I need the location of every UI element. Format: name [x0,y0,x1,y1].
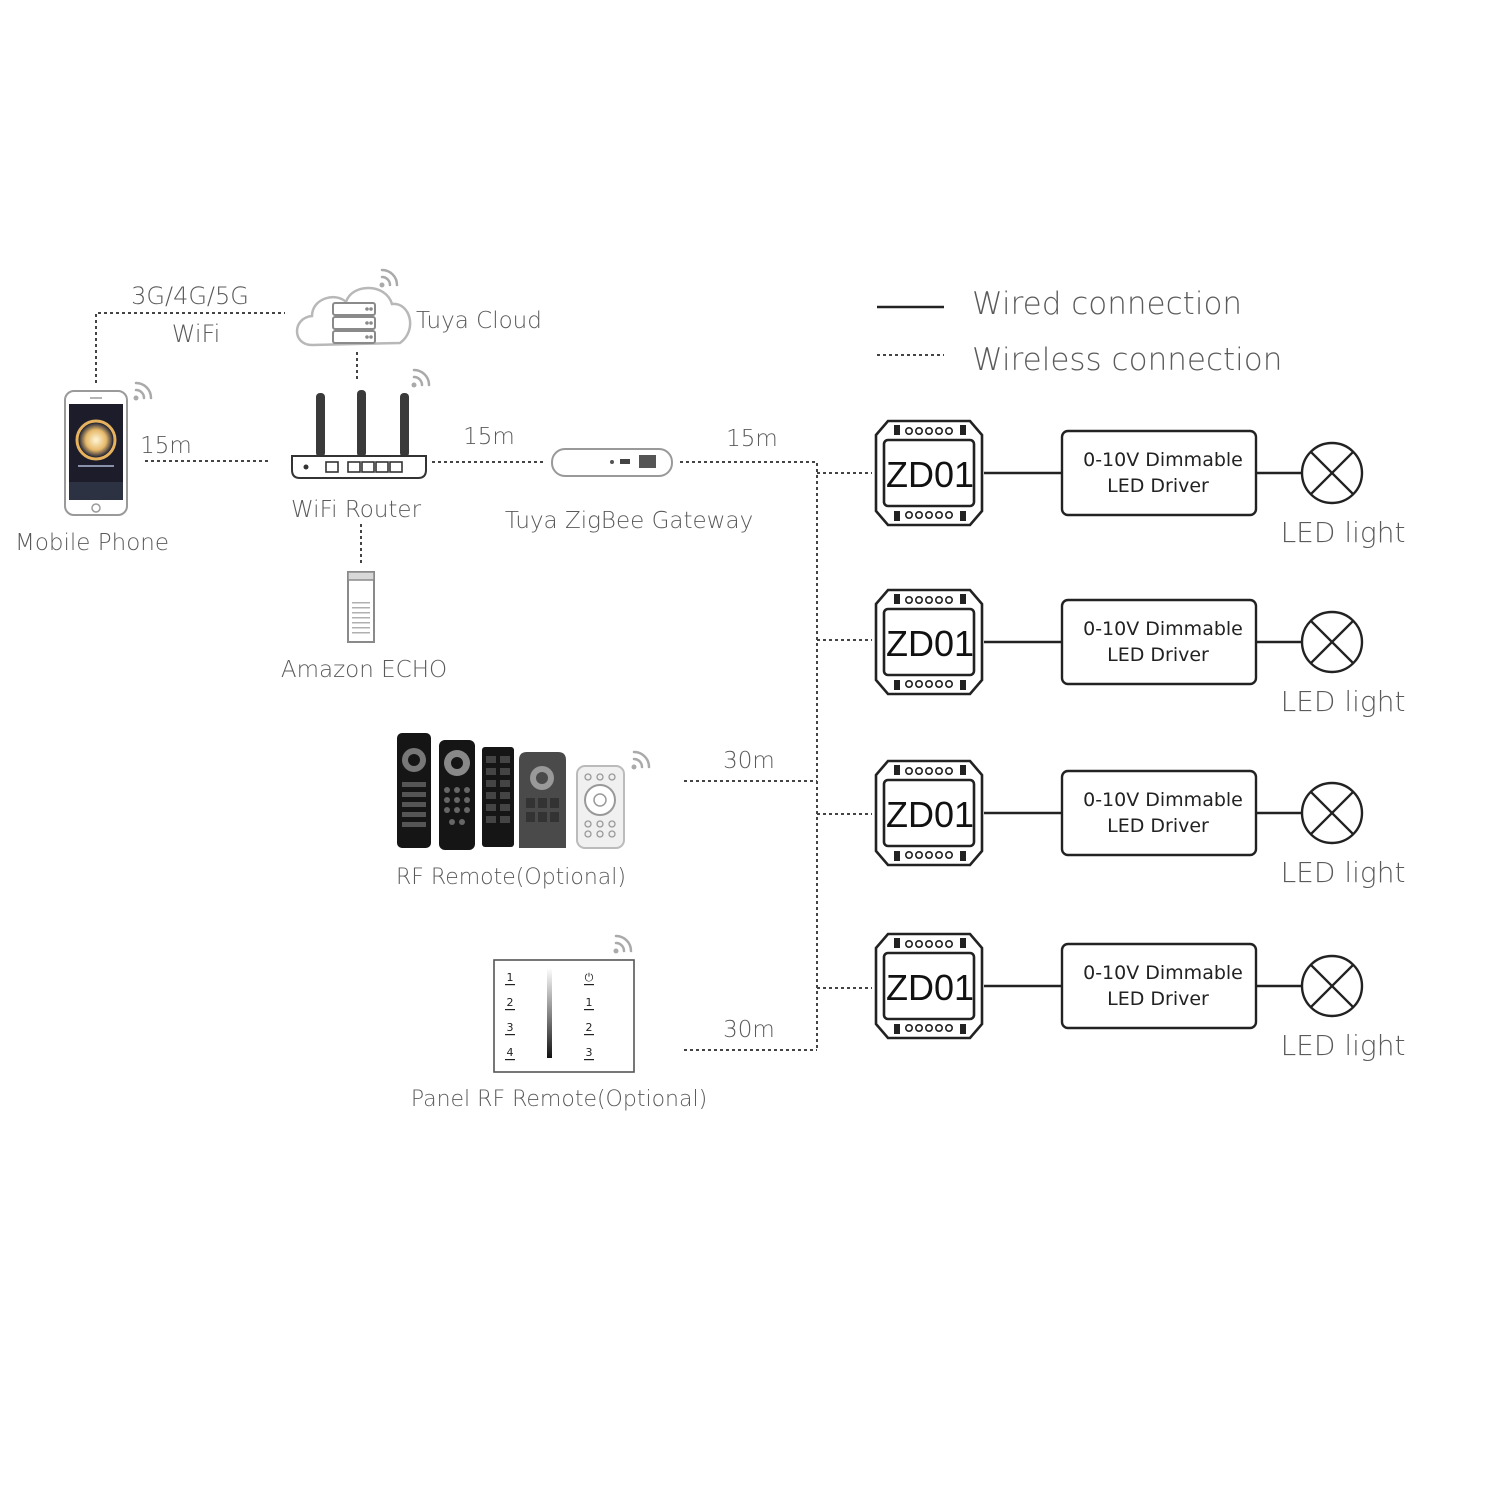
wifi-label: WiFi [172,320,221,348]
panel-key-left-1: 1 [507,971,514,984]
signal-icon [411,368,431,388]
panel-key-right-2: 2 [586,1021,593,1034]
zd01-label: ZD01 [886,623,974,664]
signal-icon [631,750,651,770]
zd01-label: ZD01 [886,454,974,495]
led-light-label: LED light [1281,1029,1406,1062]
panel-key-left-3: 3 [507,1021,514,1034]
signal-icon [379,268,399,288]
echo-label: Amazon ECHO [281,657,447,683]
phone-router-distance: 15m [140,433,192,459]
signal-icon [133,381,153,401]
panel-slider [547,968,552,1058]
led-light-icon [1300,954,1364,1018]
driver-label-line1: 0-10V Dimmable [1083,962,1243,984]
gateway-bus-link [680,461,818,1050]
router-label: WiFi Router [291,497,422,523]
led-light-icon [1300,441,1364,505]
panel-key-right-1: 1 [586,996,593,1009]
driver-label-line1: 0-10V Dimmable [1083,789,1243,811]
remote-white [576,765,625,849]
zd01-label: ZD01 [886,967,974,1008]
driver-label-line2: LED Driver [1107,475,1209,497]
led-light-icon [1300,781,1364,845]
led-light-label: LED light [1281,685,1406,718]
driver-label-line1: 0-10V Dimmable [1083,449,1243,471]
cellular-label: 3G/4G/5G [131,282,249,310]
panel-key-left-4: 4 [507,1046,514,1059]
signal-icon [613,934,633,954]
driver-label-line2: LED Driver [1107,644,1209,666]
phone-label: Mobile Phone [15,530,169,556]
remote-black-3 [482,747,514,847]
legend-wired-label: Wired connection [972,286,1242,322]
rf-remote-group: RF Remote(Optional) [396,733,651,890]
zd01-controller: ZD01 [874,588,984,696]
panel-remote-distance: 30m [723,1017,775,1043]
rf-remote-label: RF Remote(Optional) [396,865,626,890]
led-light-label: LED light [1281,516,1406,549]
driver-label-line1: 0-10V Dimmable [1083,618,1243,640]
led-light-icon [1300,610,1364,674]
wifi-router: WiFi Router [291,368,431,523]
gateway-label: Tuya ZigBee Gateway [505,508,753,534]
mobile-phone: Mobile Phone [15,381,169,556]
gateway-bus-distance: 15m [726,426,778,452]
remote-dark-grey [519,752,566,848]
driver-label-line2: LED Driver [1107,988,1209,1010]
panel-remote-label: Panel RF Remote(Optional) [411,1087,707,1112]
amazon-echo: Amazon ECHO [281,571,447,683]
panel-key-left-2: 2 [507,996,514,1009]
wireless-links [95,312,872,1051]
cloud-label: Tuya Cloud [416,308,542,334]
led-light-label: LED light [1281,856,1406,889]
server-icon [332,302,376,344]
zigbee-gateway: Tuya ZigBee Gateway [505,448,753,534]
zd01-label: ZD01 [886,794,974,835]
zd01-controller: ZD01 [874,419,984,527]
router-gateway-distance: 15m [463,424,515,450]
zd01-controller: ZD01 [874,759,984,867]
driver-label-line2: LED Driver [1107,815,1209,837]
legend-wireless-label: Wireless connection [972,342,1282,378]
panel-key-right-3: 3 [586,1046,593,1059]
panel-key-power: ⏻ [585,971,594,984]
zd01-controller: ZD01 [874,932,984,1040]
panel-remote: 1 2 3 4 ⏻ 1 2 3 Panel RF Remote(Optional… [411,934,707,1112]
remote-black-1 [397,733,431,848]
rf-remote-distance: 30m [723,748,775,774]
remote-black-2 [439,740,475,850]
legend: Wired connection Wireless connection [877,286,1282,378]
tuya-cloud: Tuya Cloud [295,268,542,347]
